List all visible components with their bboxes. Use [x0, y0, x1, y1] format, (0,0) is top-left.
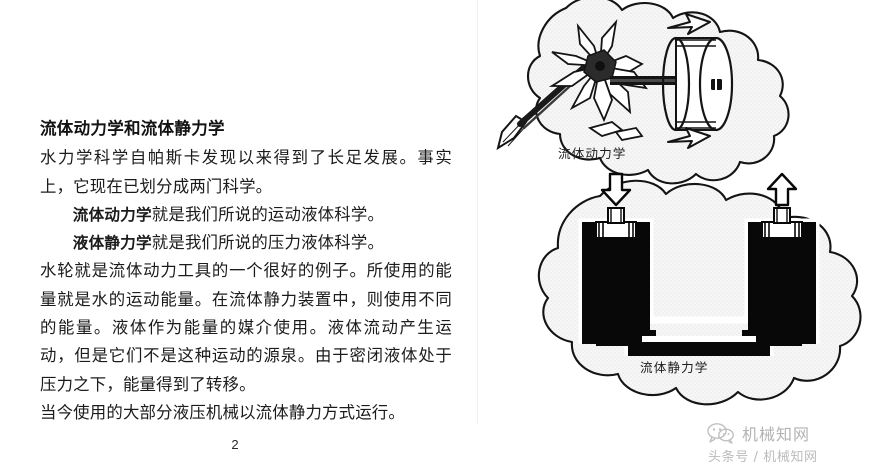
- watermark: 机械知网 头条号 / 机械知网: [706, 421, 886, 469]
- article-text-column: 流体动力学和流体静力学 水力学科学自帕斯卡发现以来得到了长足发展。事实上，它现在…: [40, 118, 452, 427]
- caption-hydrodynamics: 流体动力学: [558, 147, 627, 161]
- hydraulic-fluid: [596, 238, 802, 356]
- illustration-panel: 流体动力学 流体静力学: [470, 0, 891, 424]
- term-hydrostatics: 液体静力学: [72, 234, 152, 253]
- paragraph-hydrodynamics: 流体动力学就是我们所说的运动液体科学。: [40, 201, 452, 229]
- paragraph-waterwheel-text: 水轮就是流体动力工具的一个很好的例子。所使用的能量就是水的运动能量。在流体静力装…: [40, 261, 452, 394]
- paragraph-conclusion-text: 当今使用的大部分液压机械以流体静力方式运行。: [40, 402, 405, 422]
- right-piston: [761, 207, 803, 239]
- page-number: 2: [231, 437, 239, 452]
- watermark-brand: 机械知网: [742, 425, 811, 444]
- connecting-pipe-highlight: [642, 336, 756, 342]
- up-arrow-icon: [766, 172, 798, 207]
- paragraph-hydrostatics-text: 就是我们所说的压力液体科学。: [151, 233, 385, 253]
- rotation-arrow-bottom: [667, 127, 711, 149]
- down-arrow-icon: [600, 172, 632, 207]
- paragraph-hydrodynamics-text: 就是我们所说的运动液体科学。: [151, 204, 385, 224]
- page-title: 流体动力学和流体静力学: [40, 119, 225, 138]
- term-hydrodynamics: 流体动力学: [72, 205, 152, 224]
- wechat-icon: [707, 423, 734, 444]
- splash-marks: [587, 121, 644, 141]
- paragraph-intro-text: 水力学科学自帕斯卡发现以来得到了长足发展。事实上，它现在已划分成两门科学。: [40, 148, 452, 196]
- watermark-subtitle: 头条号 / 机械知网: [708, 450, 818, 465]
- pulley-drum: [661, 36, 734, 132]
- caption-hydrostatics: 流体静力学: [640, 361, 709, 375]
- drive-shaft: [610, 76, 684, 85]
- paragraph-waterwheel: 水轮就是流体动力工具的一个很好的例子。所使用的能量就是水的运动能量。在流体静力装…: [40, 257, 452, 398]
- top-figure-group: [496, 0, 790, 185]
- left-piston: [595, 207, 637, 239]
- article-body: 水力学科学自帕斯卡发现以来得到了长足发展。事实上，它现在已划分成两门科学。 流体…: [40, 144, 452, 427]
- paragraph-hydrostatics: 液体静力学就是我们所说的压力液体科学。: [40, 229, 452, 257]
- watermark-main-row: 机械知网: [706, 421, 886, 445]
- bottom-figure-group: [537, 172, 862, 406]
- rotation-arrow-top: [667, 13, 711, 35]
- illustration-svg: [496, 0, 862, 406]
- paragraph-intro: 水力学科学自帕斯卡发现以来得到了长足发展。事实上，它现在已划分成两门科学。: [40, 144, 452, 201]
- column-divider: [477, 0, 478, 424]
- paragraph-conclusion: 当今使用的大部分液压机械以流体静力方式运行。: [40, 399, 452, 427]
- hydraulic-system: [578, 172, 820, 356]
